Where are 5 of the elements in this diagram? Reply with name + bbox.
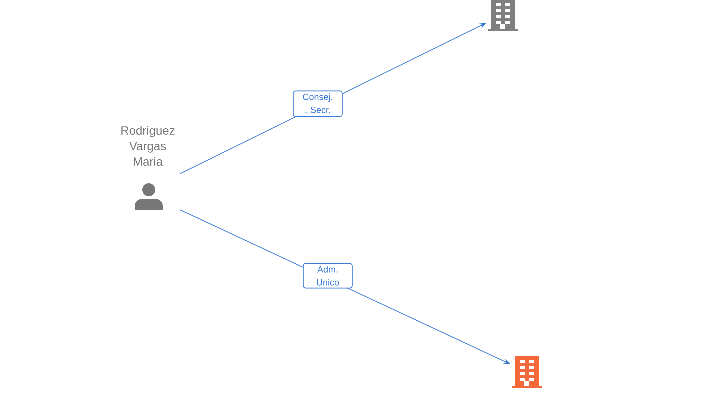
edge-label: Consej. , Secr.	[293, 90, 343, 118]
building-icon	[488, 0, 518, 31]
person-name: Rodriguez Vargas Maria	[122, 126, 175, 166]
building-icon	[512, 356, 542, 388]
edge-label: Adm. Unico	[303, 263, 353, 289]
